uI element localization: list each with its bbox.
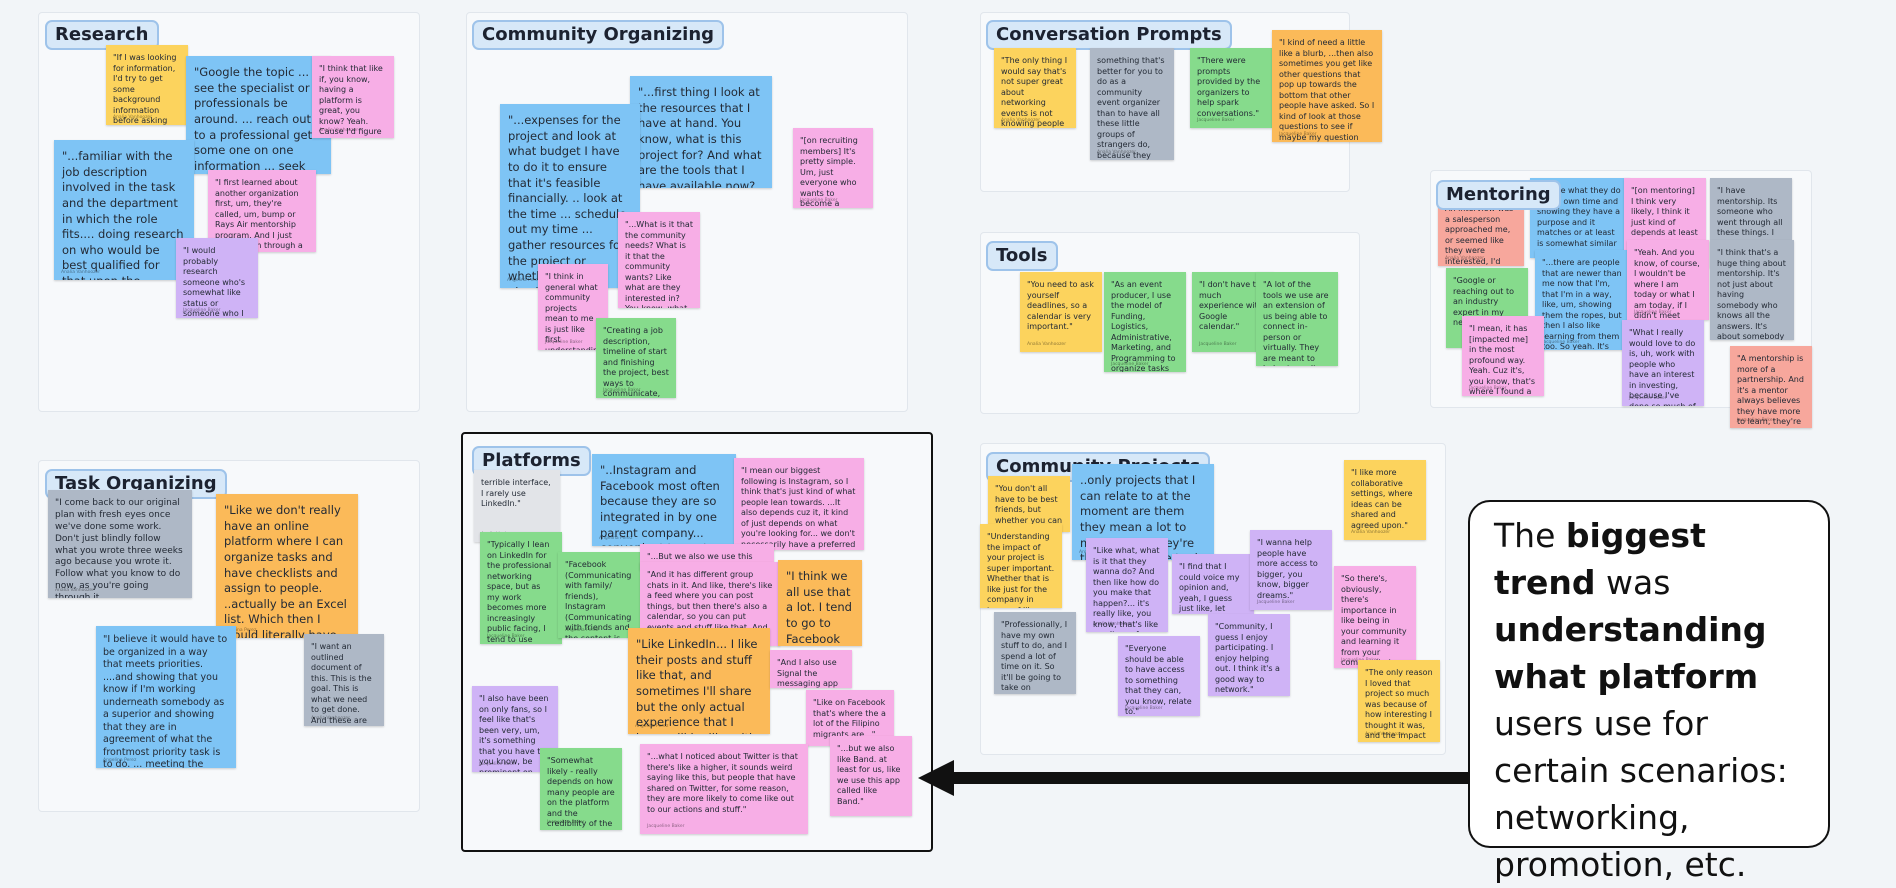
sticky-note[interactable]: "A lot of the tools we use are an extens… xyxy=(1256,272,1338,366)
sticky-note[interactable]: "Understanding the impact of your projec… xyxy=(980,524,1062,608)
sticky-note[interactable]: "...What is it that the community needs?… xyxy=(618,212,700,308)
sticky-note[interactable]: "I want an outlined document of this. Th… xyxy=(304,634,384,726)
cluster-title-mentoring[interactable]: Mentoring xyxy=(1436,180,1561,210)
sticky-note[interactable]: "What I really would love to do is, uh, … xyxy=(1622,320,1704,406)
sticky-note[interactable]: "I think that's a huge thing about mento… xyxy=(1710,240,1794,340)
sticky-note[interactable]: "A mentorship is more of a partnership. … xyxy=(1730,346,1812,428)
callout-emphasis-2: understanding what platform xyxy=(1494,610,1767,696)
sticky-note[interactable]: "...first thing I look at the resources … xyxy=(630,76,772,188)
cluster-title-task-organizing[interactable]: Task Organizing xyxy=(45,469,227,499)
insight-callout: The biggest trend was understanding what… xyxy=(1468,500,1830,884)
sticky-note[interactable]: terrible interface, I rarely use LinkedI… xyxy=(474,470,560,542)
sticky-note[interactable]: "And I also use Signal the messaging app… xyxy=(770,650,852,688)
sticky-note[interactable]: "...familiar with the job description in… xyxy=(54,140,194,280)
sticky-note[interactable]: "Google the topic ... see the specialist… xyxy=(186,56,331,174)
sticky-note[interactable]: "I kind of need a little like a blurb, .… xyxy=(1272,30,1382,142)
sticky-note[interactable]: "[on recruiting members] It's pretty sim… xyxy=(793,128,873,208)
cluster-title-research[interactable]: Research xyxy=(45,20,159,50)
sticky-note[interactable]: "Yeah. And you know, of course, I wouldn… xyxy=(1627,240,1709,320)
arrow-left-icon xyxy=(918,760,1484,796)
sticky-note[interactable]: "Like we don't really have an online pla… xyxy=(216,494,358,638)
cluster-title-community-organizing[interactable]: Community Organizing xyxy=(472,20,725,50)
sticky-note[interactable]: "Facebook (Communicating with family/ fr… xyxy=(558,552,640,638)
callout-text-1: The xyxy=(1494,516,1566,555)
sticky-note[interactable]: "I would probably research someone who's… xyxy=(176,238,258,318)
sticky-note[interactable]: "There were prompts provided by the orga… xyxy=(1190,48,1272,128)
sticky-note[interactable]: "Like LinkedIn... I like their posts and… xyxy=(628,628,770,734)
sticky-note[interactable]: "I find that I could voice my opinion an… xyxy=(1172,554,1254,614)
sticky-note[interactable]: "I mean our biggest following is Instagr… xyxy=(734,458,864,550)
sticky-note[interactable]: "The only reason I loved that project so… xyxy=(1358,660,1440,742)
sticky-note[interactable]: "Everyone should be able to have access … xyxy=(1118,636,1200,716)
sticky-note[interactable]: "I think that like if, you know, having … xyxy=(312,56,394,138)
sticky-note[interactable]: "Typically I lean on LinkedIn for the pr… xyxy=(480,532,562,644)
sticky-note[interactable]: "I believe it would have to be organized… xyxy=(96,626,236,768)
sticky-note[interactable]: "...but we also like Band. at least for … xyxy=(830,736,912,816)
callout-emphasis-1: biggest trend xyxy=(1494,516,1706,602)
sticky-note[interactable]: "Somewhat likely - really depends on how… xyxy=(540,748,622,830)
cluster-title-tools[interactable]: Tools xyxy=(986,241,1058,271)
sticky-note[interactable]: "..Instagram and Facebook most often bec… xyxy=(592,454,736,546)
callout-text-3: users use for certain scenarios: network… xyxy=(1494,704,1788,884)
sticky-note[interactable]: "...what I noticed about Twitter is that… xyxy=(640,744,808,834)
sticky-note[interactable]: "So there's, obviously, there's importan… xyxy=(1334,566,1416,668)
sticky-note[interactable]: "...there are people that are newer than… xyxy=(1535,250,1633,350)
sticky-note[interactable]: "Community, I guess I enjoy participatin… xyxy=(1208,614,1290,696)
sticky-note[interactable]: "Like what, what is it that they wanna d… xyxy=(1086,538,1168,632)
sticky-note[interactable]: something that's better for you to do as… xyxy=(1090,48,1174,160)
cluster-title-conversation-prompts[interactable]: Conversation Prompts xyxy=(986,20,1232,50)
sticky-note[interactable]: "Professionally, I have my own stuff to … xyxy=(994,612,1076,694)
sticky-note[interactable]: "If I was looking for information, I'd t… xyxy=(106,45,188,125)
sticky-note[interactable]: "I wanna help people have more access to… xyxy=(1250,530,1332,610)
sticky-note[interactable]: "I think in general what community proje… xyxy=(538,264,608,350)
sticky-note[interactable]: "Creating a job description, timeline of… xyxy=(596,318,676,398)
sticky-note[interactable]: "The only thing I would say that's not s… xyxy=(994,48,1076,128)
sticky-note[interactable]: "As an event producer, I use the model o… xyxy=(1104,272,1186,372)
sticky-note[interactable]: "You need to ask yourself deadlines, so … xyxy=(1020,272,1102,352)
callout-text-2: was xyxy=(1606,563,1671,602)
sticky-note[interactable]: "I mean, it has [impacted me] in the mos… xyxy=(1462,316,1544,396)
sticky-note[interactable]: "I think we all use that a lot. I tend t… xyxy=(778,560,862,646)
sticky-note[interactable]: "I like more collaborative settings, whe… xyxy=(1344,460,1426,540)
sticky-note[interactable]: "I come back to our original plan with f… xyxy=(48,490,192,598)
